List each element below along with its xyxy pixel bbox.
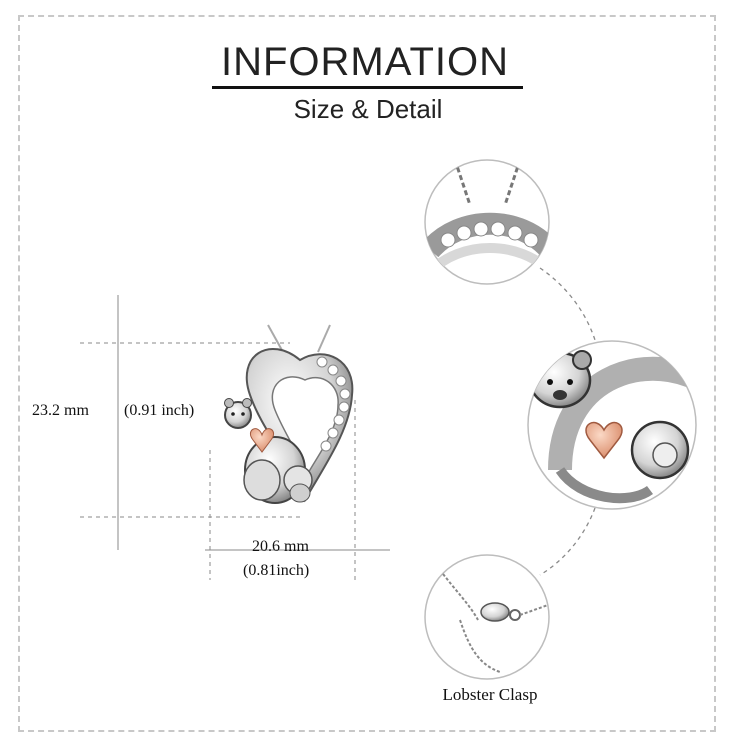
dashed-frame: [18, 15, 716, 732]
clasp-label: Lobster Clasp: [442, 685, 538, 704]
height-mm-label: 23.2 mm: [32, 402, 89, 419]
detail-bears-heart: [527, 340, 697, 510]
detail-chain-crystals: [424, 159, 550, 285]
page-subtitle: Size & Detail: [293, 94, 443, 124]
detail-connectors: [539, 267, 596, 576]
width-mm-label: 20.6 mm: [252, 538, 309, 555]
dimension-guides: [80, 295, 390, 580]
pendant-image: [224, 324, 354, 504]
detail-lobster-clasp: [424, 554, 550, 680]
page-title: INFORMATION: [220, 40, 509, 84]
width-inch-label: (0.81inch): [243, 562, 310, 579]
title-underline: [212, 86, 523, 89]
height-inch-label: (0.91 inch): [124, 402, 195, 419]
